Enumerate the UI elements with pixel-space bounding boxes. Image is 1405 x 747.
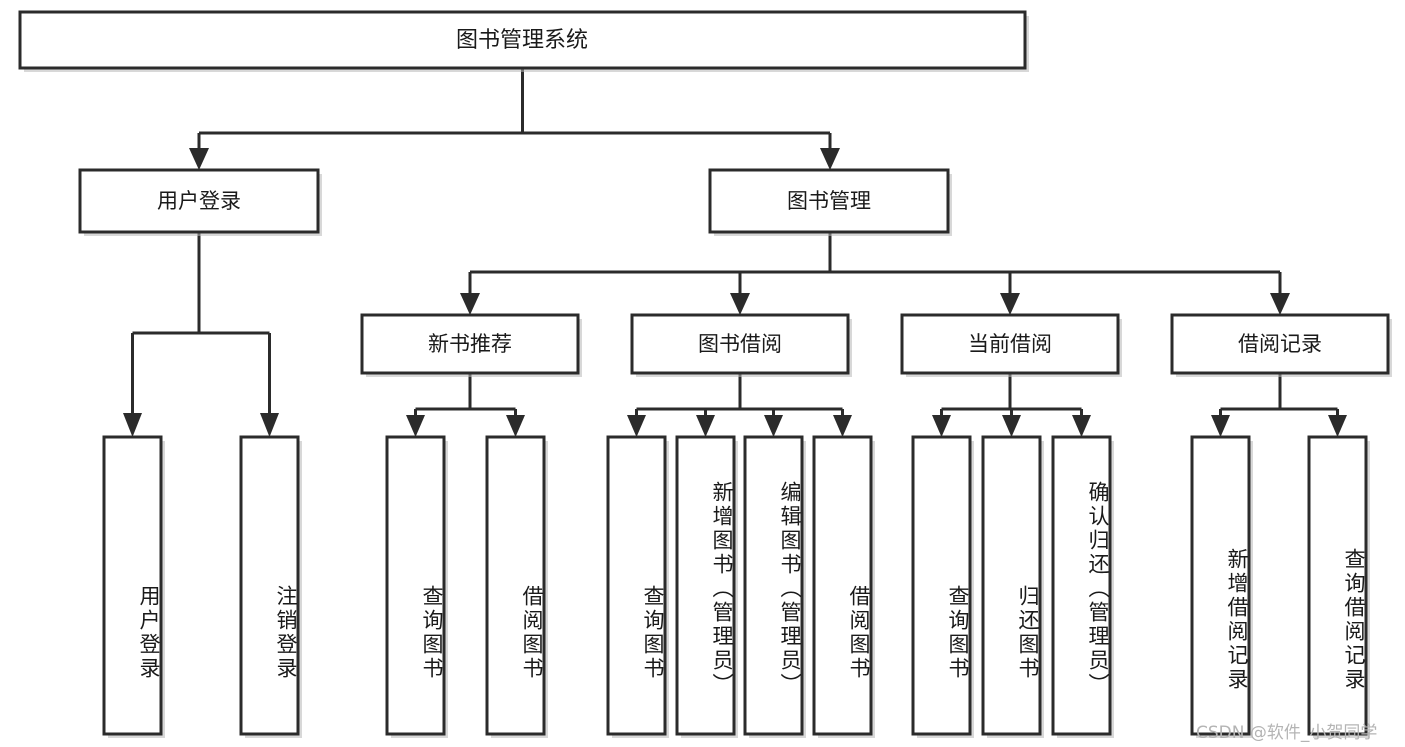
node-leaf-edit-book-rect[interactable]	[743, 435, 804, 736]
node-leaf-query-borrow-record-rect[interactable]	[1307, 435, 1368, 736]
arrow-head-book-borrow	[730, 293, 750, 315]
node-book-management-label: 图书管理	[787, 189, 871, 213]
node-leaf-logout-login-rect[interactable]	[239, 435, 300, 736]
arrow-head-leaf-edit-book	[764, 415, 783, 437]
arrow-head-leaf-query-book-borrow	[627, 415, 646, 437]
node-leaf-borrow-book-rect[interactable]	[812, 435, 873, 736]
node-user-login[interactable]: 用户登录	[78, 168, 322, 236]
node-user-login-rect	[78, 168, 320, 234]
node-leaf-query-book-borrow-rect[interactable]	[606, 435, 667, 736]
arrow-head-leaf-borrow-book	[833, 415, 852, 437]
arrow-head-leaf-confirm-return	[1072, 415, 1091, 437]
node-borrow-record-label: 借阅记录	[1238, 332, 1322, 356]
node-current-borrow-label: 当前借阅	[968, 332, 1052, 356]
connector-layer	[123, 68, 1347, 437]
node-root-label: 图书管理系统	[456, 28, 588, 53]
node-leaf-add-borrow-record-rect[interactable]	[1190, 435, 1251, 736]
node-borrow-record-rect	[1170, 313, 1390, 375]
node-current-borrow[interactable]: 当前借阅	[900, 313, 1122, 377]
arrow-head-user-login	[189, 148, 209, 170]
node-current-borrow-rect	[900, 313, 1120, 375]
node-book-management-rect	[708, 168, 950, 234]
leaf-box-layer	[102, 435, 1370, 738]
node-leaf-add-book-rect[interactable]	[675, 435, 736, 736]
node-book-borrow-rect	[630, 313, 850, 375]
node-new-book-recommend-label: 新书推荐	[428, 332, 512, 356]
arrow-head-new-book-recommend	[460, 293, 480, 315]
arrow-head-leaf-add-borrow-record	[1211, 415, 1230, 437]
node-leaf-borrow-book-recommend-rect[interactable]	[485, 435, 546, 736]
arrow-head-book-management	[820, 148, 840, 170]
arrow-head-leaf-add-book	[696, 415, 715, 437]
node-book-management[interactable]: 图书管理	[708, 168, 952, 236]
arrow-head-leaf-logout-login	[260, 413, 279, 437]
node-user-login-label: 用户登录	[157, 189, 241, 213]
arrow-head-leaf-user-login	[123, 413, 142, 437]
arrow-head-current-borrow	[1000, 293, 1020, 315]
node-new-book-recommend-rect	[360, 313, 580, 375]
node-root[interactable]: 图书管理系统	[18, 10, 1029, 72]
node-book-borrow-label: 图书借阅	[698, 332, 782, 356]
node-leaf-return-book-rect[interactable]	[981, 435, 1042, 736]
arrow-head-borrow-record	[1270, 293, 1290, 315]
arrow-head-leaf-borrow-book-recommend	[506, 415, 525, 437]
node-borrow-record[interactable]: 借阅记录	[1170, 313, 1392, 377]
node-root-rect	[18, 10, 1027, 70]
node-leaf-query-book-recommend-rect[interactable]	[385, 435, 446, 736]
node-leaf-query-book-current-rect[interactable]	[911, 435, 972, 736]
node-leaf-confirm-return-rect[interactable]	[1051, 435, 1112, 736]
arrow-head-leaf-return-book	[1002, 415, 1021, 437]
arrow-head-leaf-query-book-current	[932, 415, 951, 437]
arrow-head-leaf-query-borrow-record	[1328, 415, 1347, 437]
node-new-book-recommend[interactable]: 新书推荐	[360, 313, 582, 377]
watermark: CSDN @软件_小贺同学	[1196, 723, 1378, 743]
node-book-borrow[interactable]: 图书借阅	[630, 313, 852, 377]
arrow-head-leaf-query-book-recommend	[406, 415, 425, 437]
node-leaf-user-login-rect[interactable]	[102, 435, 163, 736]
